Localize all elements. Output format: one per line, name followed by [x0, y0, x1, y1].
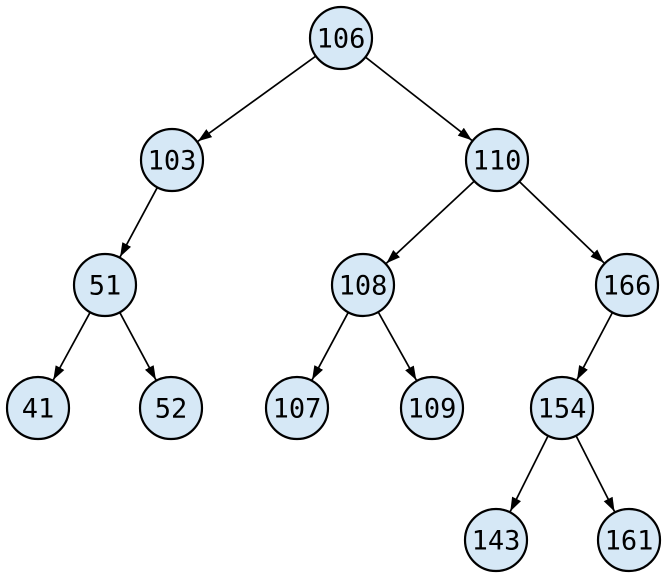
tree-node-161: 161 — [596, 507, 662, 573]
tree-node-label: 143 — [472, 525, 521, 556]
tree-node-circle — [463, 507, 529, 573]
tree-edge-154-143 — [509, 435, 549, 512]
tree-node-circle — [308, 5, 374, 71]
tree-node-circle — [594, 252, 660, 318]
nodes-layer: 106 103 110 51 108 166 41 52 107 109 154 143 161 — [5, 5, 662, 573]
tree-node-41: 41 — [5, 375, 71, 441]
tree-node-circle — [330, 252, 396, 318]
tree-edge-108-107 — [311, 311, 350, 381]
tree-node-label: 103 — [148, 145, 197, 176]
tree-node-label: 107 — [273, 393, 322, 424]
tree-node-label: 52 — [155, 393, 188, 424]
edges-layer — [52, 55, 616, 512]
tree-node-52: 52 — [138, 375, 204, 441]
tree-node-143: 143 — [463, 507, 529, 573]
tree-node-103: 103 — [139, 127, 205, 193]
tree-node-label: 161 — [605, 525, 654, 556]
tree-node-label: 154 — [538, 393, 587, 424]
tree-node-label: 51 — [89, 270, 122, 301]
tree-node-51: 51 — [72, 252, 138, 318]
tree-node-circle — [399, 375, 465, 441]
tree-edge-106-103 — [197, 55, 317, 142]
tree-node-circle — [596, 507, 662, 573]
tree-edge-103-51 — [119, 186, 159, 258]
tree-edge-110-108 — [385, 180, 475, 264]
tree-node-label: 108 — [339, 270, 388, 301]
tree-node-circle — [5, 375, 71, 441]
tree-node-label: 110 — [473, 145, 522, 176]
tree-node-109: 109 — [399, 375, 465, 441]
tree-node-circle — [464, 127, 530, 193]
tree-node-circle — [529, 375, 595, 441]
tree-node-circle — [138, 375, 204, 441]
tree-node-166: 166 — [594, 252, 660, 318]
tree-node-label: 166 — [603, 270, 652, 301]
tree-node-154: 154 — [529, 375, 595, 441]
tree-node-circle — [72, 252, 138, 318]
tree-edge-51-52 — [118, 311, 157, 381]
tree-edge-110-166 — [518, 180, 605, 264]
tree-edge-106-110 — [364, 56, 473, 141]
tree-node-106: 106 — [308, 5, 374, 71]
tree-edge-154-161 — [575, 435, 616, 512]
tree-node-label: 106 — [317, 23, 366, 54]
tree-edge-108-109 — [377, 311, 418, 381]
tree-node-110: 110 — [464, 127, 530, 193]
tree-edge-166-154 — [576, 312, 614, 381]
tree-node-circle — [264, 375, 330, 441]
tree-node-label: 109 — [408, 393, 457, 424]
tree-edge-51-41 — [52, 311, 91, 381]
tree-node-108: 108 — [330, 252, 396, 318]
tree-node-circle — [139, 127, 205, 193]
tree-node-label: 41 — [22, 393, 55, 424]
tree-node-107: 107 — [264, 375, 330, 441]
